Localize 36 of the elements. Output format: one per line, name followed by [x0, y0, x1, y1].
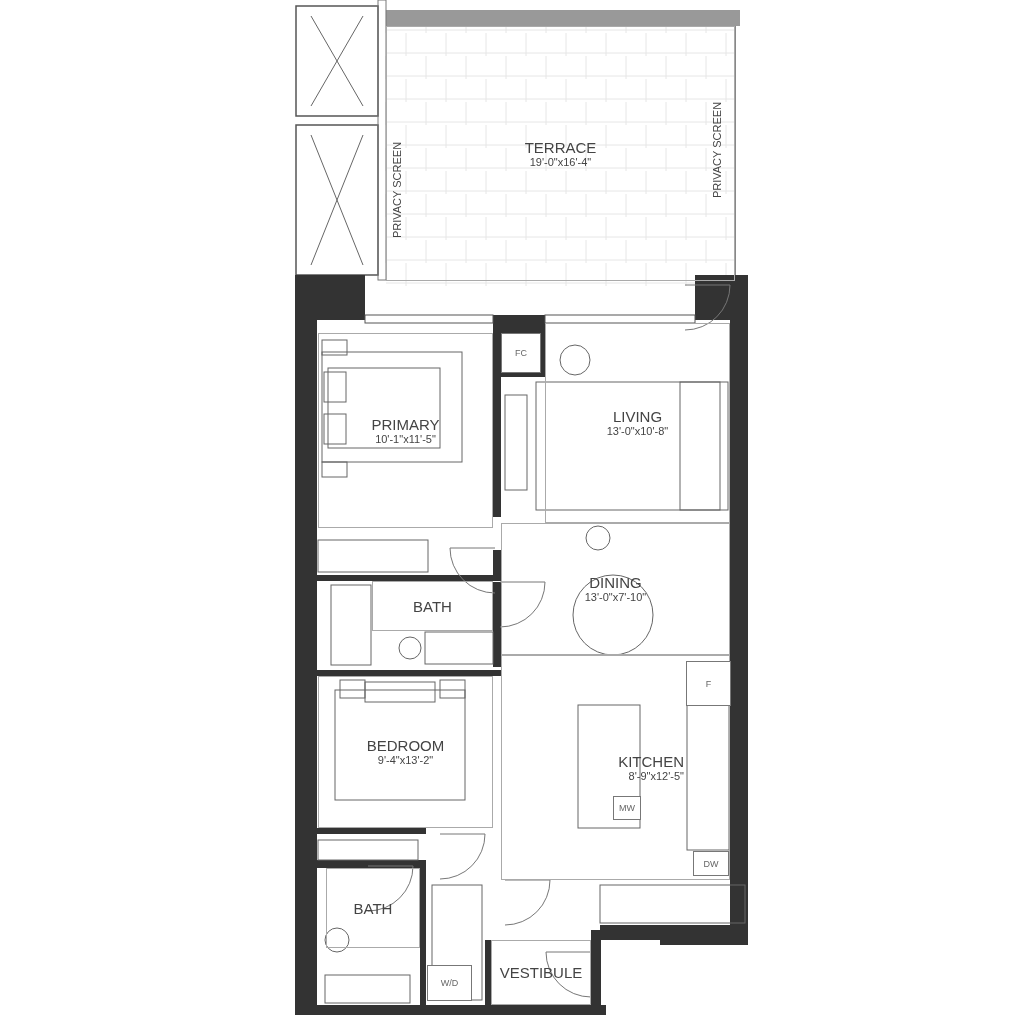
room-area: [318, 333, 493, 528]
room-name: VESTIBULE: [499, 964, 583, 981]
room-name: BEDROOM: [366, 737, 445, 754]
room-name: PRIMARY: [371, 415, 440, 433]
room-dimensions: 19'-0"x16'-4": [529, 155, 592, 169]
closet-box: [501, 333, 541, 373]
room-area: [545, 323, 730, 523]
screen-label: PRIVACY SCREEN: [711, 101, 724, 199]
appliance-box: [693, 851, 729, 876]
appliance-label: MW: [619, 803, 635, 813]
room-name: KITCHEN: [618, 752, 684, 770]
room-dimensions: 10'-1"x11'-5": [375, 432, 436, 446]
room-name: BATH: [353, 899, 393, 917]
room-area: [501, 523, 730, 655]
appliance-box: [427, 965, 472, 1001]
appliance-box: [686, 661, 731, 706]
appliance-label: W/D: [440, 978, 459, 988]
room-area: [372, 581, 493, 631]
room-area: [501, 655, 730, 880]
room-dimensions: 13'-0"x10'-8": [606, 425, 669, 438]
appliance-label: F: [705, 678, 712, 689]
room-name: DINING: [589, 574, 642, 591]
room-name: LIVING: [612, 408, 663, 425]
room-dimensions: 13'-0"x7'-10": [584, 591, 647, 604]
appliance-label: FC: [515, 348, 527, 358]
room-name: BATH: [413, 597, 452, 615]
room-dimensions: 8'-9"x12'-5": [628, 769, 684, 783]
appliance-label: DW: [703, 858, 719, 869]
terrace-area: [386, 26, 735, 281]
room-name: TERRACE: [524, 138, 597, 156]
screen-label: PRIVACY SCREEN: [391, 141, 404, 239]
room-area: [318, 676, 493, 828]
appliance-box: [613, 796, 641, 820]
room-area: [491, 940, 591, 1005]
room-area: [326, 868, 420, 948]
room-dimensions: 9'-4"x13'-2": [377, 754, 434, 767]
